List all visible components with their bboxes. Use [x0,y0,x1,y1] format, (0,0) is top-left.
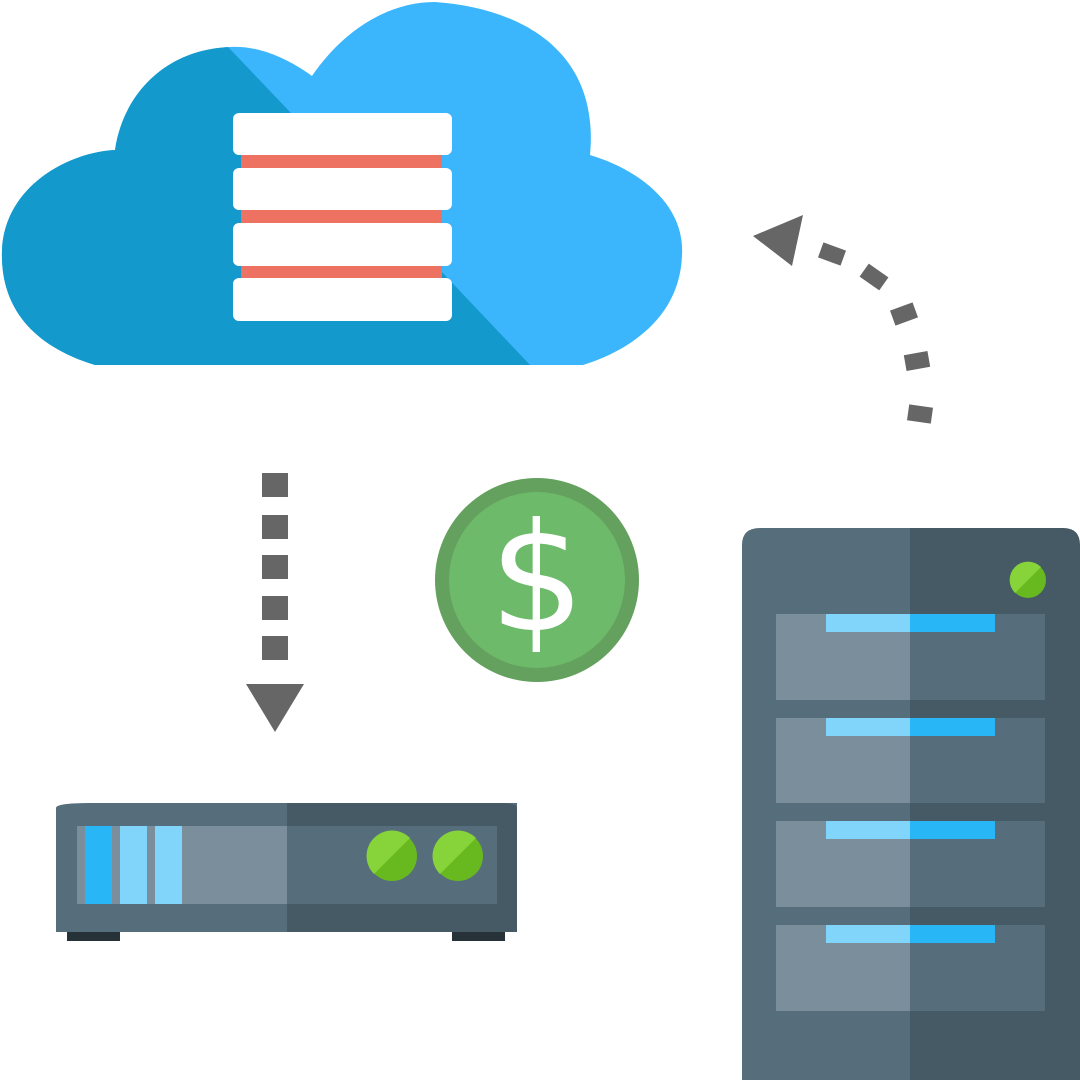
database-stack-icon [233,113,452,321]
dollar-symbol: $ [489,492,584,666]
drawer [776,614,1045,700]
rack-server-icon [56,803,517,941]
drive-bay [85,826,112,904]
drawer [776,925,1045,1011]
drive-bay [120,826,147,904]
tower-server-icon [742,528,1080,1080]
status-led-icon [1009,561,1046,598]
drawer [776,718,1045,803]
drawer [776,821,1045,907]
status-led-icon [432,830,483,881]
status-led-icon [366,830,417,881]
dashed-curved-up-arrow-icon [753,215,933,424]
dollar-coin-icon: $ [435,478,639,682]
cloud-database-icon [1,2,683,365]
drive-bay [155,826,182,904]
dashed-down-arrow-icon [246,473,304,732]
